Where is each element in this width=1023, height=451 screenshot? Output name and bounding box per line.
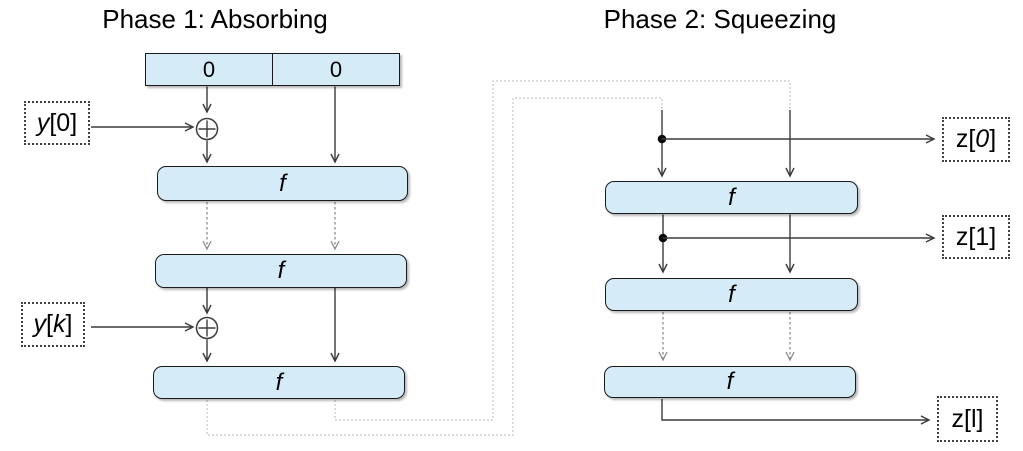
routing-left-lane: [206, 97, 663, 436]
absorb-f-box-3: f: [153, 366, 405, 399]
arrow-sf3-to-zl: [661, 399, 931, 425]
yk-close-bracket: ]: [65, 310, 73, 338]
zl-var: z: [951, 404, 965, 433]
yk-var: y: [33, 310, 47, 338]
input-label-y0: y[0]: [24, 101, 90, 145]
initial-state-register: 0 0: [145, 53, 400, 86]
xor1-icon: [195, 117, 219, 141]
state-cell-rate: 0: [146, 54, 273, 85]
xor2-icon: [195, 316, 219, 340]
state-cell-capacity: 0: [329, 56, 343, 82]
z0-close-bracket: ]: [989, 125, 997, 153]
input-label-yk: y[k]: [21, 302, 85, 347]
yk-index: k: [53, 310, 66, 338]
yk-open-bracket: [: [46, 310, 53, 338]
phase1-title: Phase 1: Absorbing: [102, 4, 328, 34]
zl-index: [l]: [964, 404, 984, 433]
squeeze-f-box-2: f: [605, 278, 858, 311]
z0-index: 0: [975, 125, 990, 153]
z0-open-bracket: [: [968, 125, 976, 153]
z1-index: [1]: [968, 222, 997, 251]
absorb-f-box-1: f: [157, 166, 408, 201]
squeeze-f-box-1: f: [605, 181, 858, 214]
absorb-f-box-2: f: [155, 254, 407, 288]
output-label-z1: z[1]: [942, 215, 1010, 259]
z0-var: z: [955, 125, 969, 153]
output-label-z0: z[0]: [942, 117, 1010, 162]
output-label-zl: z[l]: [937, 396, 998, 442]
squeeze-f-box-3: f: [604, 366, 856, 398]
y0-var: y: [36, 108, 50, 137]
phase2-title: Phase 2: Squeezing: [603, 4, 837, 34]
y0-index: [0]: [49, 108, 78, 137]
z1-var: z: [955, 222, 969, 251]
routing-right-lane: [334, 80, 791, 421]
